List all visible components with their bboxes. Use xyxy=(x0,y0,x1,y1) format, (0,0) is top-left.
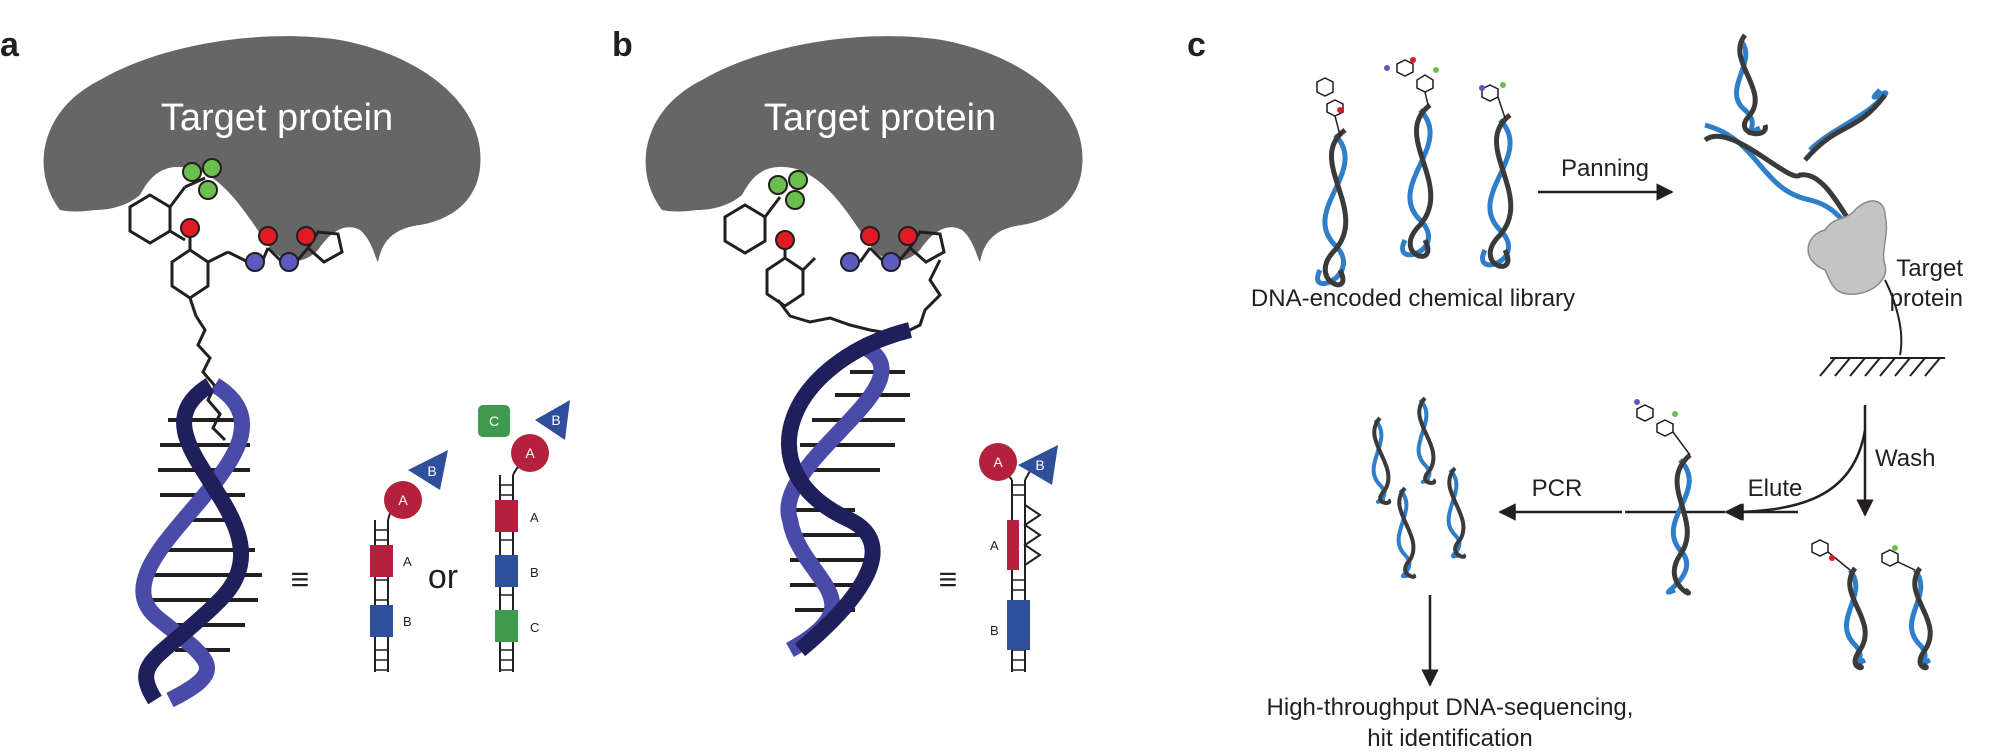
fluorine-atom xyxy=(198,180,218,200)
oxygen-atom xyxy=(1829,555,1835,561)
oxygen-atom xyxy=(258,226,278,246)
fluorine-atom xyxy=(182,162,202,182)
building-block-a-label-2: A xyxy=(525,445,535,461)
building-block-a-icon xyxy=(979,443,1017,481)
code-label-a1: A xyxy=(403,554,412,569)
target-label-line2: protein xyxy=(1890,285,1963,312)
nitrogen-atom xyxy=(245,252,265,272)
equivalence-sign-a: ≡ xyxy=(291,561,310,597)
panel-b: b Target protein xyxy=(612,26,1083,672)
building-block-a-label-3: A xyxy=(993,454,1003,470)
oxygen-atom xyxy=(775,230,795,250)
building-block-c-label: C xyxy=(489,413,499,429)
oxygen-atom xyxy=(1410,57,1416,63)
oxygen-atom xyxy=(860,226,880,246)
protein-blob-icon xyxy=(645,36,1083,262)
fluorine-atom xyxy=(785,190,805,210)
molecule-icon xyxy=(1316,59,1506,136)
building-block-b-icon xyxy=(1018,445,1058,485)
code-label-a2: A xyxy=(530,510,539,525)
dna-helix-icon xyxy=(1315,103,1514,288)
panel-c: c DNA-encoded chemical library xyxy=(1187,26,1963,752)
protein-blob-icon xyxy=(43,36,481,262)
code-label-b3: B xyxy=(990,623,999,638)
nitrogen-atom xyxy=(1479,85,1485,91)
molecule-icon xyxy=(1811,539,1916,571)
fluorine-atom xyxy=(202,158,222,178)
oxygen-atom xyxy=(898,226,918,246)
dna-helix-icon xyxy=(780,322,912,657)
panning-label: Panning xyxy=(1561,155,1649,182)
immobilized-protein-icon xyxy=(1807,200,1888,295)
target-label-line1: Target xyxy=(1896,255,1963,282)
tether-line xyxy=(1884,279,1903,356)
dna-helix-icon xyxy=(1665,453,1692,596)
fluorine-atom xyxy=(1433,67,1439,73)
protein-title-a: Target protein xyxy=(161,97,393,139)
or-label: or xyxy=(428,558,458,596)
fluorine-atom xyxy=(788,170,808,190)
panel-a: a Target protein xyxy=(0,26,570,708)
nitrogen-atom xyxy=(1384,65,1390,71)
building-block-b-label-2: B xyxy=(551,412,560,428)
fluorine-atom xyxy=(1892,545,1898,551)
building-block-b-icon xyxy=(535,400,570,440)
wash-label: Wash xyxy=(1875,445,1935,472)
building-block-a-label: A xyxy=(398,492,408,508)
building-block-a-icon xyxy=(511,434,549,472)
panel-label-a: a xyxy=(0,26,20,64)
building-block-b-label-3: B xyxy=(1035,457,1044,473)
dna-ladder-schematic-3 xyxy=(997,461,1042,672)
code-label-a3: A xyxy=(990,538,999,553)
equivalence-sign-b: ≡ xyxy=(939,561,958,597)
building-block-c-icon xyxy=(478,405,510,437)
panel-label-b: b xyxy=(612,26,633,64)
result-label-line1: High-throughput DNA-sequencing, xyxy=(1267,694,1634,721)
building-block-b-label: B xyxy=(427,463,436,479)
molecule-icon xyxy=(1636,404,1691,456)
dna-ladder-schematic-1 xyxy=(370,494,401,672)
library-label: DNA-encoded chemical library xyxy=(1251,285,1575,312)
surface-hatching xyxy=(1819,357,1941,377)
pcr-label: PCR xyxy=(1532,475,1583,502)
code-label-b2: B xyxy=(530,565,539,580)
dna-helix-icon xyxy=(1371,396,1467,579)
panel-label-c: c xyxy=(1187,26,1206,64)
code-label-c2: C xyxy=(530,620,539,635)
fluorine-atom xyxy=(1672,411,1678,417)
dna-helix-icon xyxy=(135,378,262,708)
nitrogen-atom xyxy=(1634,399,1640,405)
dna-helix-icon xyxy=(1844,566,1933,671)
elute-label: Elute xyxy=(1748,475,1803,502)
oxygen-atom xyxy=(296,226,316,246)
nitrogen-atom xyxy=(840,252,860,272)
oxygen-atom xyxy=(1337,107,1343,113)
building-block-b-icon xyxy=(408,450,448,490)
dna-ladder-schematic-2 xyxy=(495,457,529,672)
nitrogen-atom xyxy=(279,252,299,272)
fluorine-atom xyxy=(768,175,788,195)
protein-title-b: Target protein xyxy=(764,97,996,139)
fluorine-atom xyxy=(1500,82,1506,88)
code-label-b1: B xyxy=(403,614,412,629)
oxygen-atom xyxy=(180,218,200,238)
nitrogen-atom xyxy=(881,252,901,272)
building-block-a-icon xyxy=(384,481,422,519)
result-label-line2: hit identification xyxy=(1367,725,1532,752)
